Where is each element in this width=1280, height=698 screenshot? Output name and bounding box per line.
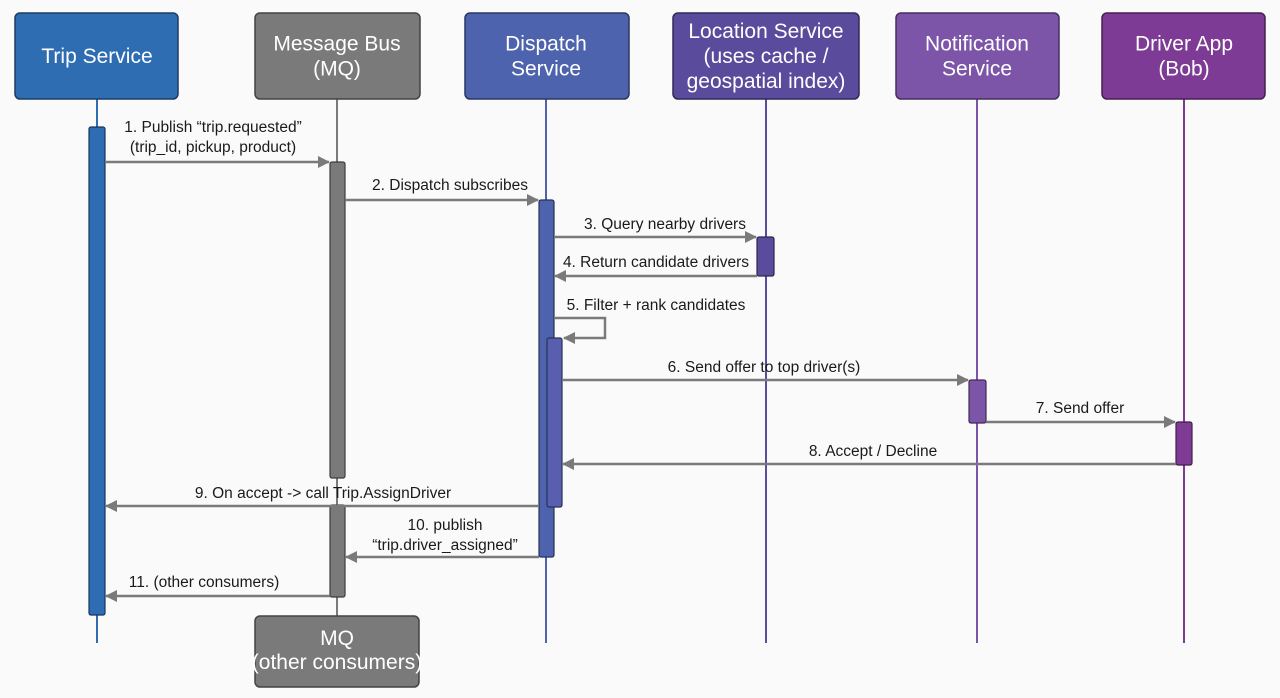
- participant-label: Notification: [925, 33, 1029, 56]
- participant-label: Driver App: [1135, 33, 1233, 56]
- activation-bar-driver: [1175, 421, 1193, 466]
- participant-box: [254, 12, 421, 100]
- message-label: “trip.driver_assigned”: [372, 537, 518, 554]
- activation-bar-location: [756, 236, 775, 277]
- message-label: (trip_id, pickup, product): [130, 139, 296, 156]
- self-message-arrow: [554, 316, 607, 344]
- participant-label: (MQ): [313, 58, 361, 81]
- message-7[interactable]: 7. Send offer: [986, 400, 1176, 428]
- participant-driver[interactable]: Driver App(Bob): [1101, 12, 1266, 100]
- message-label: 10. publish: [408, 517, 483, 534]
- participant-location[interactable]: Location Service(uses cache /geospatial …: [672, 12, 860, 100]
- message-label: 11. (other consumers): [129, 574, 279, 591]
- message-1[interactable]: 1. Publish “trip.requested” (trip_id, pic…: [105, 119, 330, 168]
- participant-label: (Bob): [1158, 58, 1209, 81]
- activation-bar-notification: [968, 379, 987, 424]
- participant-label: Trip Service: [41, 45, 152, 68]
- message-4[interactable]: 4. Return candidate drivers: [554, 254, 757, 282]
- message-5[interactable]: 5. Filter + rank candidates: [554, 297, 746, 344]
- participant-label: Message Bus: [273, 33, 400, 56]
- participant-mq[interactable]: Message Bus(MQ): [254, 12, 421, 100]
- participant-box: [464, 12, 630, 100]
- message-8[interactable]: 8. Accept / Decline: [562, 443, 1176, 470]
- footer-label: (other consumers): [252, 651, 422, 674]
- activation-bar-mq: [329, 504, 346, 598]
- footer-label: MQ: [320, 627, 354, 650]
- activation-bar-trip: [88, 126, 106, 616]
- message-3[interactable]: 3. Query nearby drivers: [554, 216, 757, 243]
- message-label: 9. On accept -> call Trip.AssignDriver: [195, 485, 451, 502]
- message-label: 8. Accept / Decline: [809, 443, 937, 460]
- participant-label: Service: [942, 58, 1012, 81]
- footer-box: [254, 615, 420, 688]
- activation-bar-mq: [329, 161, 346, 479]
- participant-label: (uses cache /: [704, 45, 829, 68]
- participant-label: geospatial index): [687, 70, 846, 93]
- message-9[interactable]: 9. On accept -> call Trip.AssignDriver: [105, 485, 539, 512]
- participant-label: Dispatch: [505, 33, 587, 56]
- message-10[interactable]: 10. publish “trip.driver_assigned”: [345, 517, 539, 563]
- message-2[interactable]: 2. Dispatch subscribes: [345, 177, 539, 206]
- footer-box-mq-other-consumers[interactable]: MQ(other consumers): [252, 597, 422, 688]
- participant-label: Service: [511, 58, 581, 81]
- message-6[interactable]: 6. Send offer to top driver(s): [562, 359, 969, 386]
- participant-box: [895, 12, 1060, 100]
- message-label: 1. Publish “trip.requested”: [124, 119, 301, 136]
- message-label: 5. Filter + rank candidates: [567, 297, 746, 314]
- participant-trip[interactable]: Trip Service: [14, 12, 179, 100]
- message-label: 2. Dispatch subscribes: [372, 177, 528, 194]
- message-label: 4. Return candidate drivers: [563, 254, 749, 271]
- participant-box: [672, 12, 860, 100]
- message-label: 6. Send offer to top driver(s): [668, 359, 861, 376]
- participant-box: [1101, 12, 1266, 100]
- participant-box: [14, 12, 179, 100]
- participant-label: Location Service: [688, 20, 843, 43]
- activation-bar-dispatch: [546, 337, 563, 508]
- message-11[interactable]: 11. (other consumers): [105, 574, 330, 602]
- message-label: 7. Send offer: [1036, 400, 1124, 417]
- message-label: 3. Query nearby drivers: [584, 216, 746, 233]
